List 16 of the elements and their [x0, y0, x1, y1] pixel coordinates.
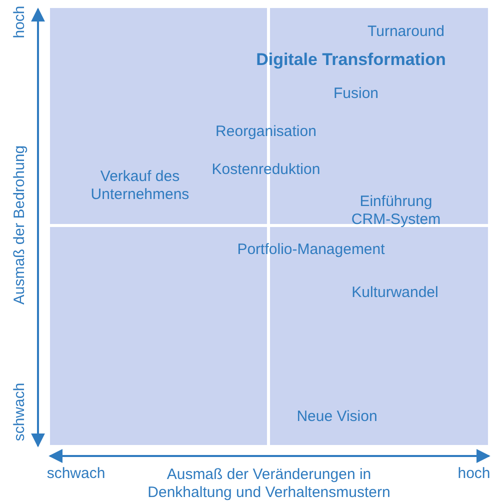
- matrix-item: Neue Vision: [296, 408, 378, 426]
- matrix-item: Verkauf des Unternehmens: [90, 168, 190, 204]
- matrix-item: Einführung CRM-System: [350, 193, 442, 229]
- axis-end-label: hoch: [458, 465, 490, 483]
- axis-end-label: hoch: [11, 6, 29, 38]
- matrix-item: Turnaround: [368, 23, 444, 41]
- matrix-item: Reorganisation: [216, 123, 316, 141]
- axis-end-label: schwach: [46, 465, 106, 483]
- axis-title: Ausmaß der Veränderungen in Denkhaltung und Verhaltensmustern: [146, 466, 392, 502]
- matrix-item: Fusion: [333, 85, 379, 103]
- matrix-item: Digitale Transformation: [256, 51, 446, 69]
- axis-end-label: schwach: [11, 382, 29, 442]
- matrix-item: Kostenreduktion: [212, 161, 320, 179]
- matrix-item: Portfolio-Management: [237, 241, 385, 259]
- matrix-item: Kulturwandel: [352, 284, 438, 302]
- axis-title: Ausmaß der Bedrohung: [11, 145, 29, 305]
